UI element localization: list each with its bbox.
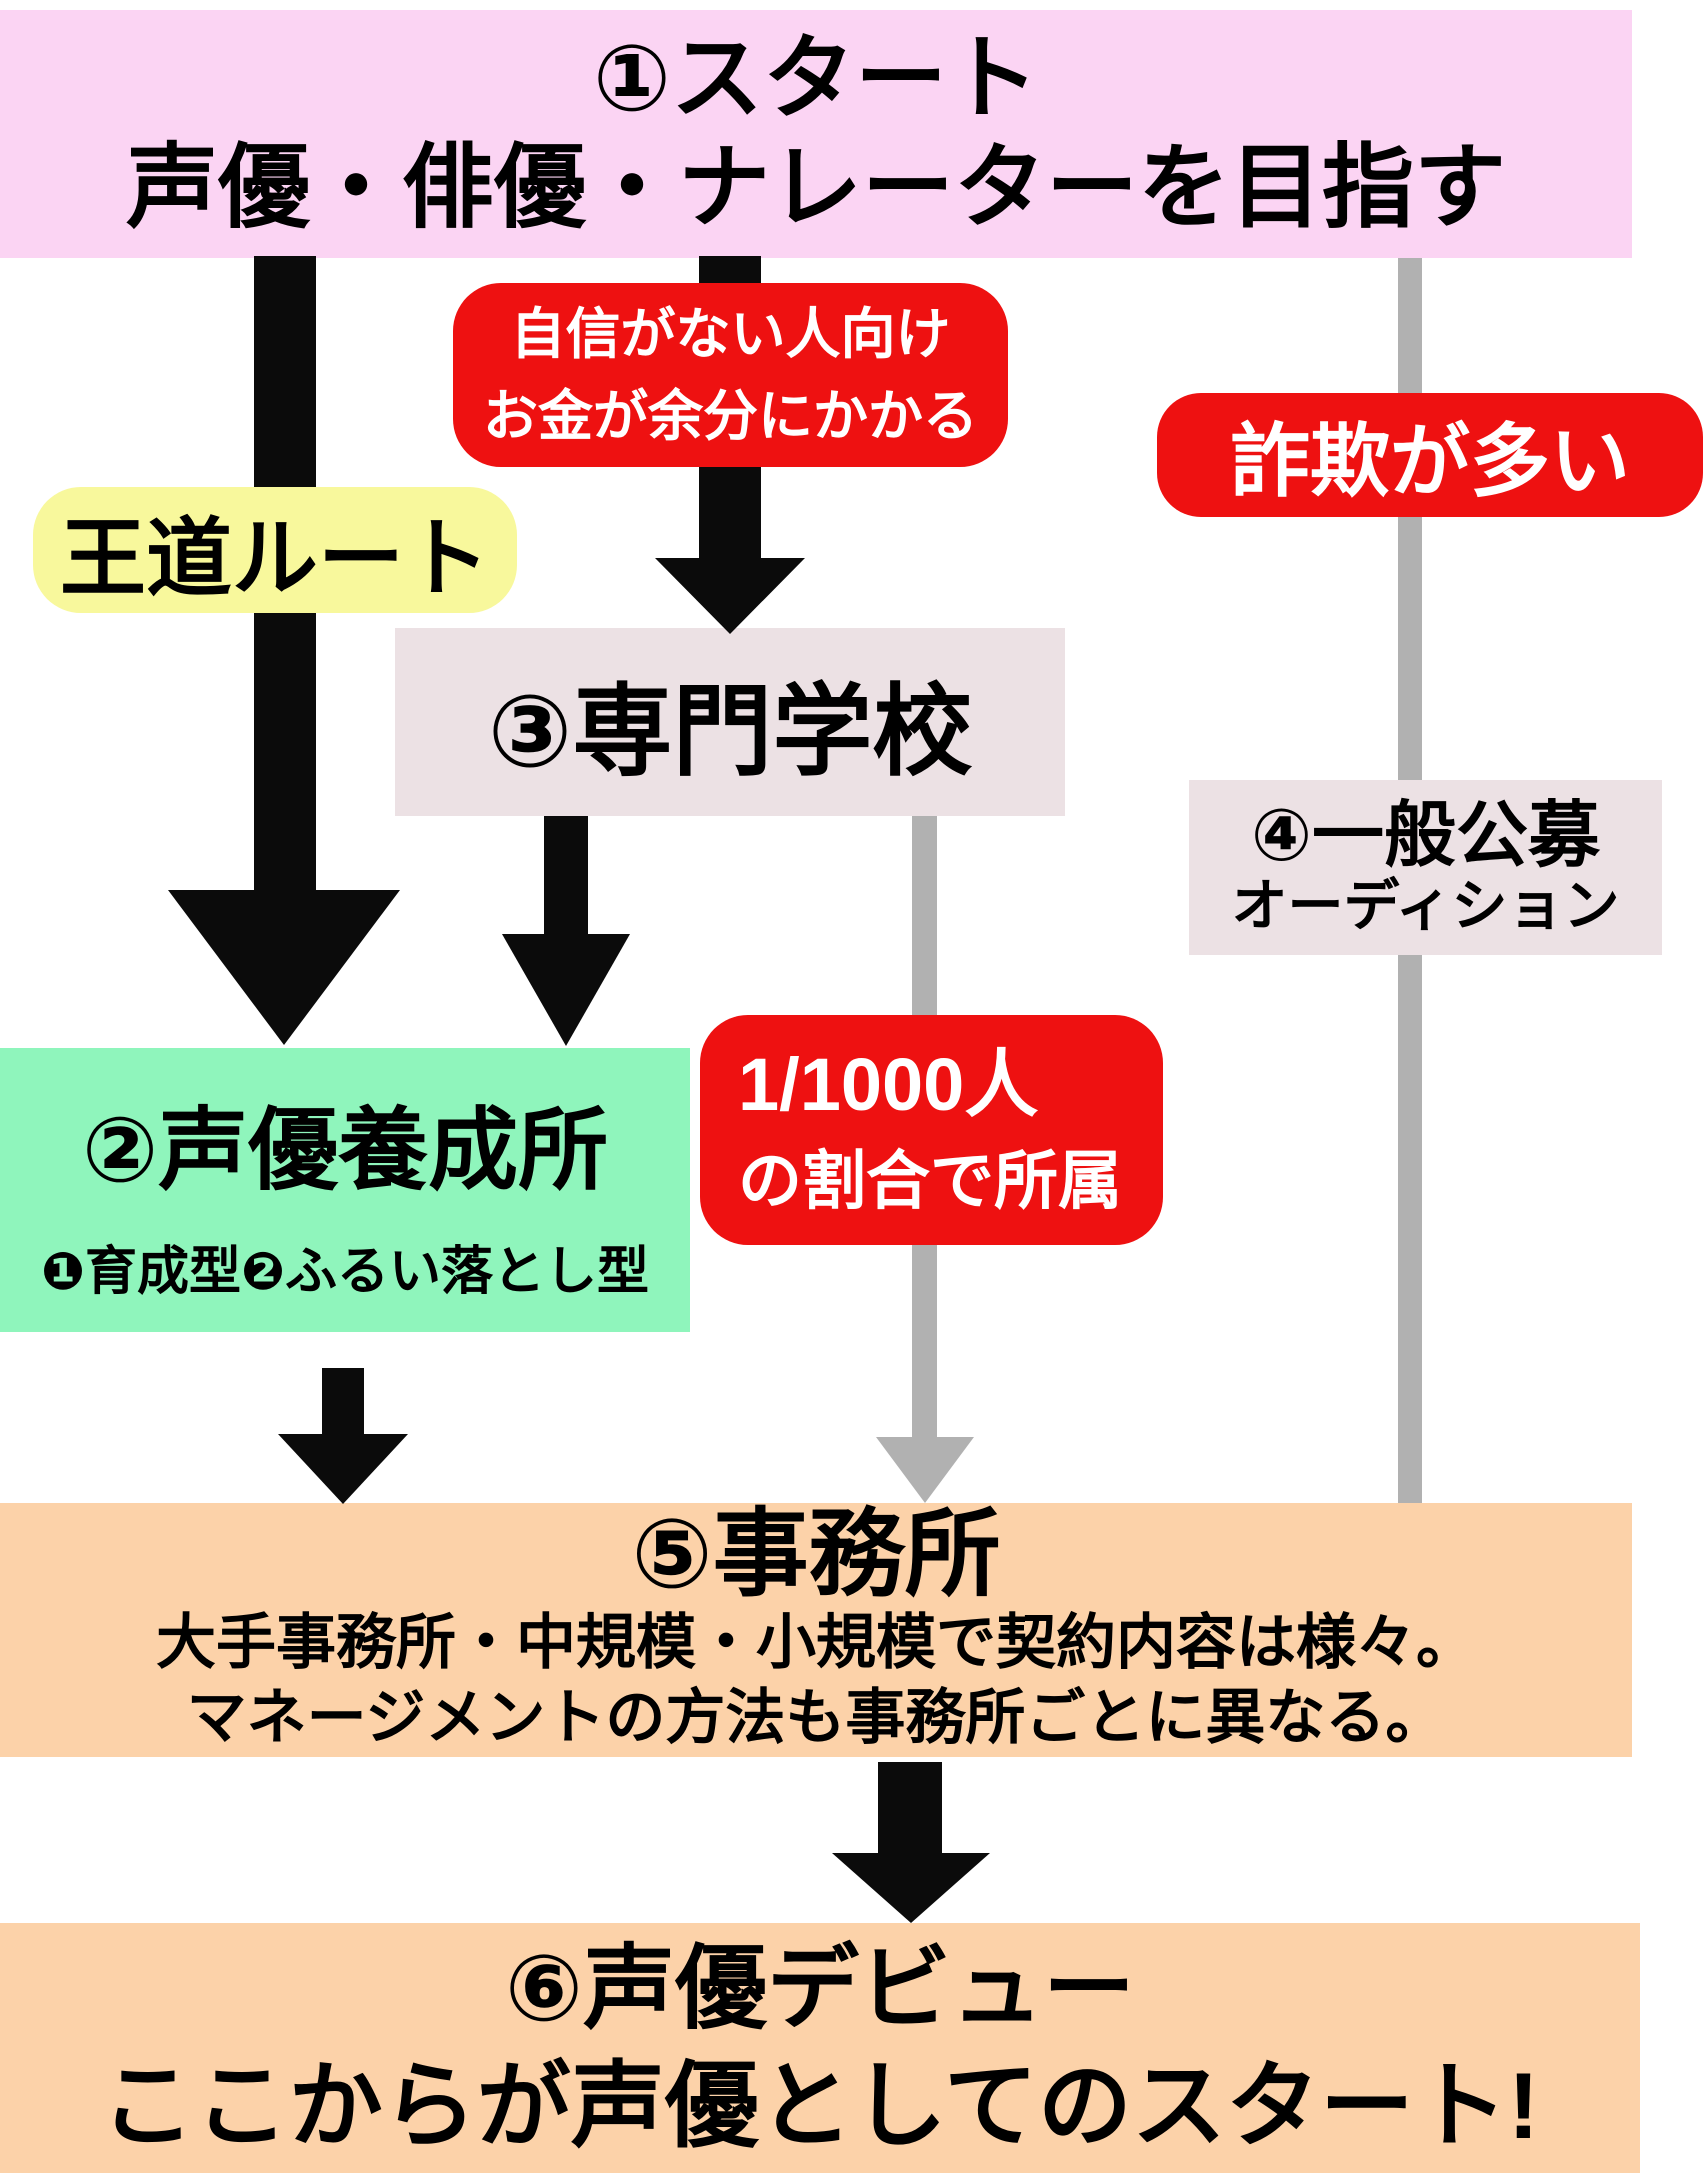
no-confidence-line1: 自信がない人向け	[510, 302, 951, 365]
agency-to-debut-arrowhead-icon	[832, 1853, 990, 1923]
agency-to-debut-arrow-shaft	[878, 1762, 942, 1857]
agency-title: ⑤事務所	[631, 1500, 1001, 1608]
agency-desc-line2: マネージメントの方法も事務所ごとに異なる。	[186, 1684, 1446, 1752]
school-title: ③専門学校	[487, 675, 973, 788]
start-title: ①スタート	[593, 27, 1039, 130]
ratio-line2: の割合で所属	[738, 1145, 1122, 1217]
audition-subtitle: オーディション	[1231, 873, 1620, 937]
no-confidence-line2: お金が余分にかかる	[482, 385, 978, 447]
debut-title: ⑥声優デビュー	[505, 1937, 1135, 2040]
yoseijo-title: ②声優養成所	[81, 1100, 609, 1201]
yoseijo-to-agency-arrowhead-icon	[278, 1434, 408, 1504]
callout-acceptance-ratio: 1/1000人 の割合で所属	[700, 1015, 1163, 1245]
yoseijo-to-agency-arrow-shaft	[322, 1368, 364, 1438]
node-public-audition: ④一般公募 オーディション	[1189, 780, 1662, 955]
main-route-arrowhead-icon	[168, 890, 400, 1045]
node-agency: ⑤事務所 大手事務所・中規模・小規模で契約内容は様々。 マネージメントの方法も事…	[0, 1503, 1632, 1757]
node-vocational-school: ③専門学校	[395, 628, 1065, 816]
callout-no-confidence: 自信がない人向け お金が余分にかかる	[453, 283, 1008, 467]
to-school-arrow-shaft	[699, 467, 761, 562]
gray-arrowhead-to-agency-icon	[876, 1437, 974, 1503]
label-royal-route: 王道ルート	[33, 487, 517, 613]
to-school-arrowhead-icon	[655, 558, 805, 634]
node-debut: ⑥声優デビュー ここからが声優としてのスタート!	[0, 1923, 1640, 2173]
node-training-school: ②声優養成所 ❶育成型❷ふるい落とし型	[0, 1048, 690, 1332]
school-to-yoseijo-arrow-shaft	[544, 816, 588, 938]
audition-title: ④一般公募	[1251, 795, 1600, 876]
ratio-line1: 1/1000人	[738, 1043, 1039, 1127]
debut-subtitle: ここからが声優としてのスタート!	[100, 2052, 1540, 2158]
school-to-yoseijo-arrowhead-icon	[502, 934, 630, 1046]
agency-desc-line1: 大手事務所・中規模・小規模で契約内容は様々。	[156, 1609, 1476, 1677]
scam-text: 詐欺が多い	[1230, 417, 1630, 506]
node-start: ①スタート 声優・俳優・ナレーターを目指す	[0, 10, 1632, 258]
royal-route-text: 王道ルート	[60, 510, 490, 607]
callout-many-scams: 詐欺が多い	[1157, 393, 1703, 517]
start-subtitle: 声優・俳優・ナレーターを目指す	[125, 137, 1506, 239]
yoseijo-subtitle: ❶育成型❷ふるい落とし型	[40, 1242, 650, 1301]
